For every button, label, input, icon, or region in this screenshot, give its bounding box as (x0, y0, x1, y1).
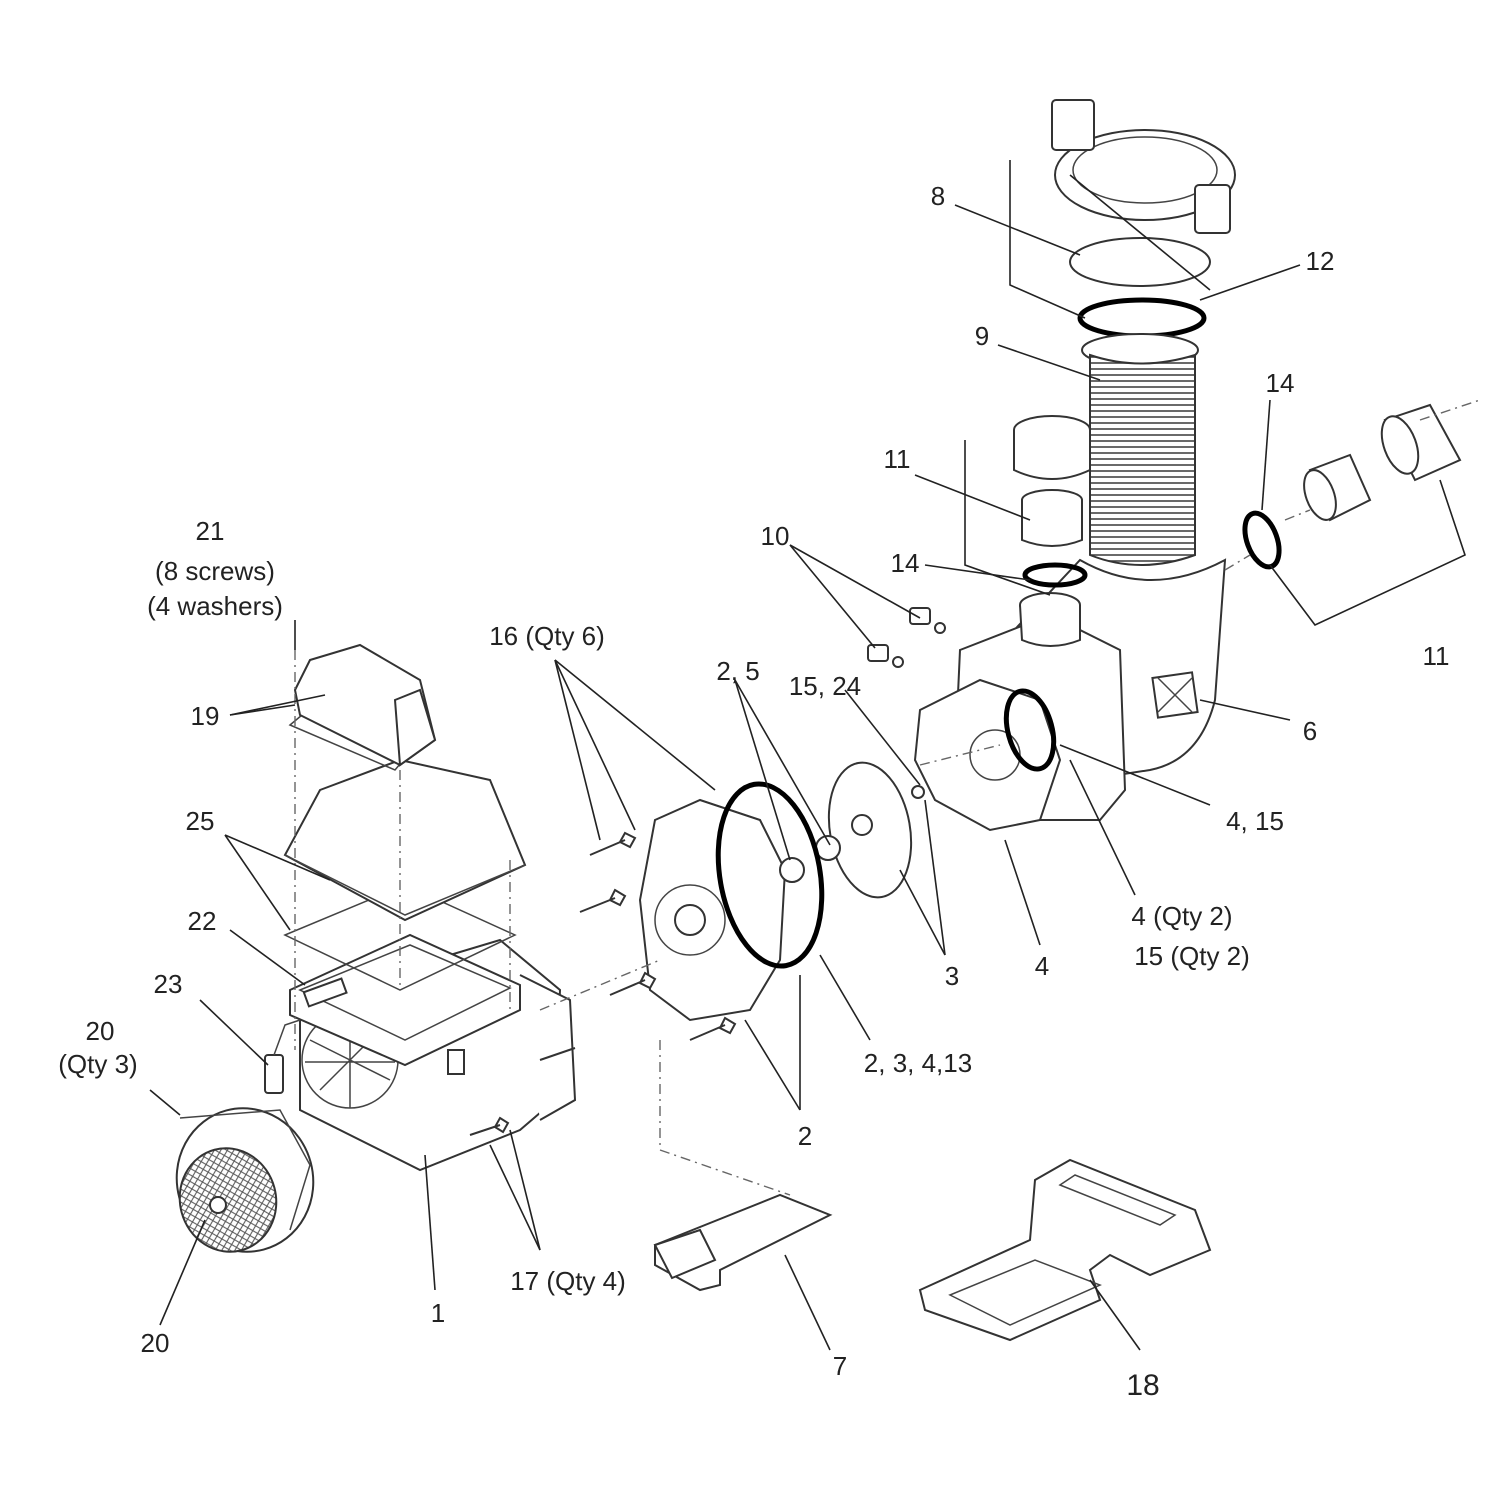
label-2-3-4-13: 2, 3, 4,13 (864, 1048, 972, 1078)
seal-plate-bolts (579, 831, 737, 1041)
seal-plate (638, 798, 841, 1022)
leader-lines (149, 160, 1466, 1351)
label-25: 25 (186, 806, 215, 836)
alignment-lines (294, 399, 1481, 1196)
union-nut-left (1013, 415, 1091, 480)
label-3: 3 (945, 961, 959, 991)
diffuser (913, 678, 1062, 832)
housing-port (1019, 592, 1081, 647)
label-9: 9 (975, 321, 989, 351)
label-14-top: 14 (1266, 368, 1295, 398)
strainer-basket (1081, 333, 1199, 566)
label-17: 17 (Qty 4) (510, 1266, 626, 1296)
label-20-bottom: 20 (141, 1328, 170, 1358)
label-14-mid: 14 (891, 548, 920, 578)
label-21-washers: (4 washers) (147, 591, 283, 621)
label-8: 8 (931, 181, 945, 211)
impeller (827, 761, 925, 899)
lid-retainer-plate (1069, 237, 1211, 287)
label-18: 18 (1126, 1369, 1159, 1402)
motor-bolts (469, 1047, 576, 1136)
label-11-top: 11 (884, 444, 911, 474)
pump-base (918, 1158, 1212, 1342)
tail-piece-right (1303, 453, 1372, 522)
label-10: 10 (761, 521, 790, 551)
drive-cover (283, 758, 527, 922)
motor-stand (653, 1193, 833, 1292)
drive-base (289, 933, 521, 1067)
drive-gasket (283, 884, 517, 991)
lid-o-ring (1077, 297, 1207, 339)
callout-labels: 8 12 9 14 11 10 14 11 6 2, 5 15, 24 4, 1… (58, 181, 1449, 1402)
label-1: 1 (431, 1298, 445, 1328)
label-22: 22 (188, 906, 217, 936)
label-21: 21 (196, 516, 225, 546)
label-19: 19 (191, 701, 220, 731)
label-20-qty3: (Qty 3) (58, 1049, 137, 1079)
label-20-top: 20 (86, 1016, 115, 1046)
union-o-ring-right (1242, 510, 1282, 570)
fan-cover (175, 1107, 315, 1253)
label-7: 7 (833, 1351, 847, 1381)
seal-plate-o-ring (715, 781, 825, 969)
label-23: 23 (154, 969, 183, 999)
label-12: 12 (1306, 246, 1335, 276)
label-4: 4 (1035, 951, 1049, 981)
label-16: 16 (Qty 6) (489, 621, 605, 651)
strainer-lid (1051, 99, 1236, 234)
tail-piece-left (1021, 489, 1083, 547)
label-15-qty2: 15 (Qty 2) (1134, 941, 1250, 971)
label-15-24: 15, 24 (789, 671, 861, 701)
label-4-15: 4, 15 (1226, 806, 1284, 836)
union-o-ring-mid (1022, 562, 1088, 588)
drain-plugs (867, 607, 946, 668)
label-21-screws: (8 screws) (155, 556, 275, 586)
cable-connector (264, 1019, 301, 1094)
label-2: 2 (798, 1121, 812, 1151)
label-4-qty2: 4 (Qty 2) (1131, 901, 1232, 931)
label-6: 6 (1303, 716, 1317, 746)
union-nut-right (1380, 403, 1462, 482)
keypad-cover (293, 643, 437, 767)
label-2-5: 2, 5 (716, 656, 759, 686)
label-11-right: 11 (1423, 641, 1450, 671)
